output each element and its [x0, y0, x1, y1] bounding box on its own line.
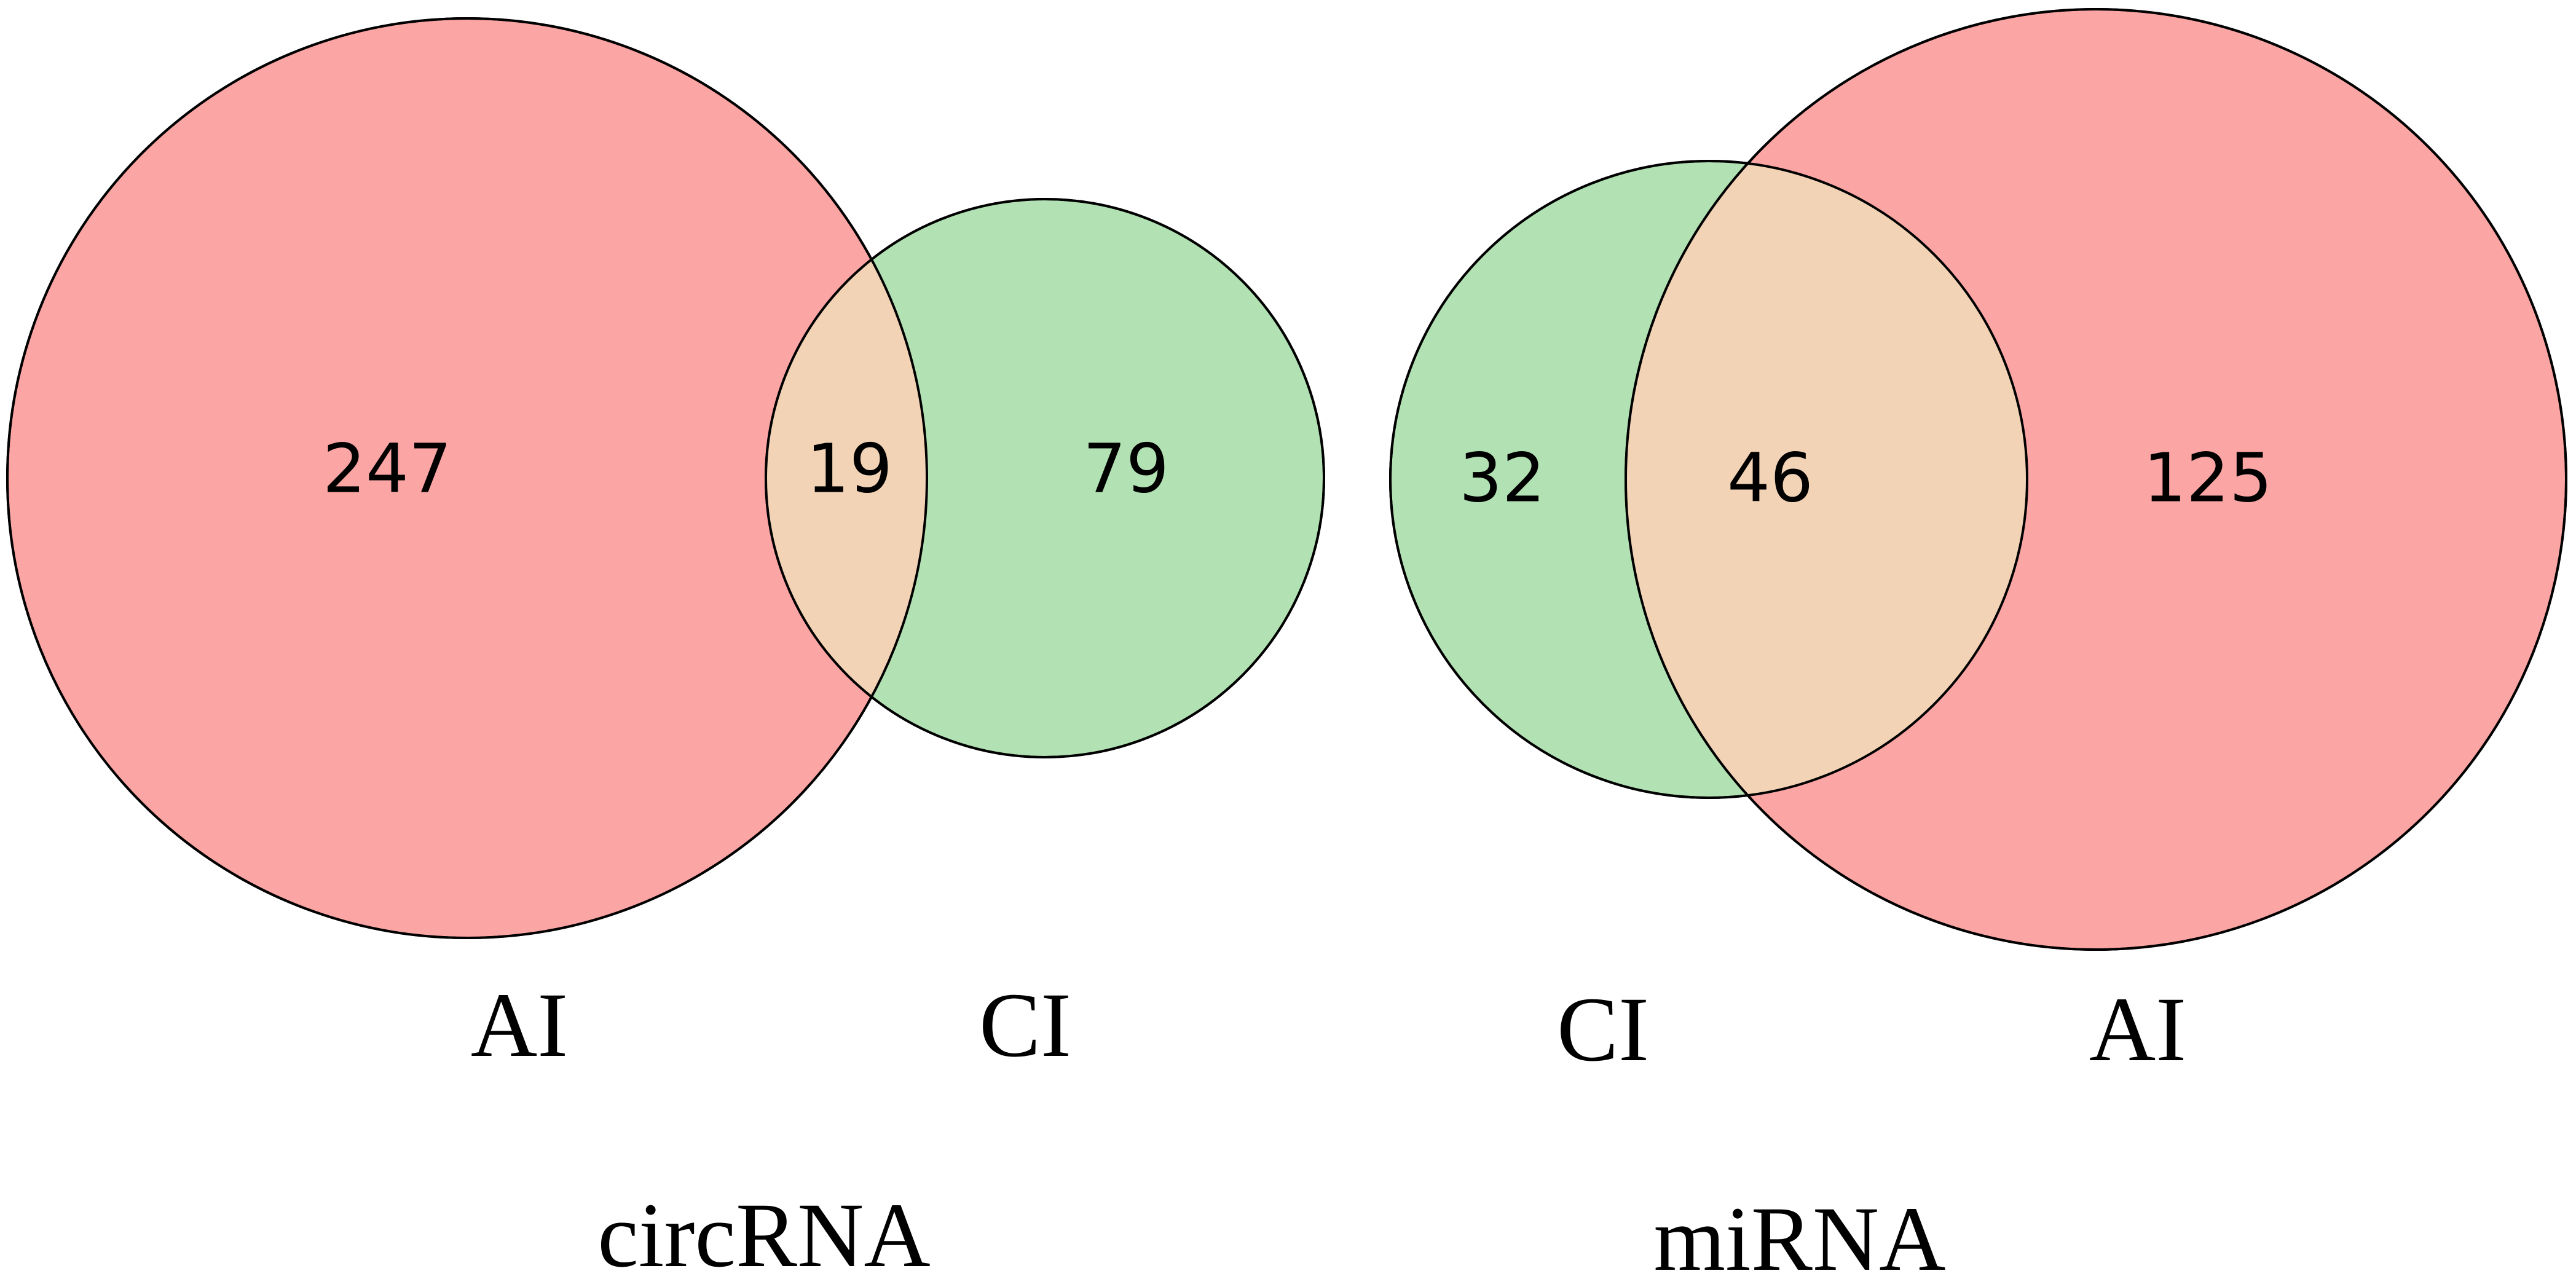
mirna-ai-label: AI	[2089, 978, 2186, 1080]
circrna-ai-outline	[6, 17, 928, 939]
mirna-ai-only-count: 125	[2143, 438, 2272, 517]
circrna-ai-label: AI	[471, 974, 568, 1076]
mirna-ci-outline	[1389, 160, 2028, 799]
circrna-ci-outline	[765, 198, 1325, 758]
mirna-overlap-count: 46	[1727, 438, 1813, 517]
circrna-overlap-count: 19	[806, 429, 892, 508]
circrna-panel-title: circRNA	[597, 1184, 930, 1279]
venn-panel-mirna: 32 46 125 CI AI miRNA	[1389, 8, 2567, 1279]
mirna-ci-label: CI	[1557, 978, 1649, 1080]
mirna-ai-outline	[1625, 8, 2567, 951]
venn-panel-circrna: 247 19 79 AI CI circRNA	[6, 17, 1325, 1279]
circrna-ci-only-count: 79	[1083, 429, 1169, 508]
mirna-overlap-region	[1626, 161, 2027, 798]
circrna-ai-only-count: 247	[323, 429, 452, 508]
circrna-ci-label: CI	[979, 974, 1071, 1076]
mirna-ci-only-count: 32	[1459, 438, 1545, 517]
mirna-panel-title: miRNA	[1653, 1188, 1945, 1279]
